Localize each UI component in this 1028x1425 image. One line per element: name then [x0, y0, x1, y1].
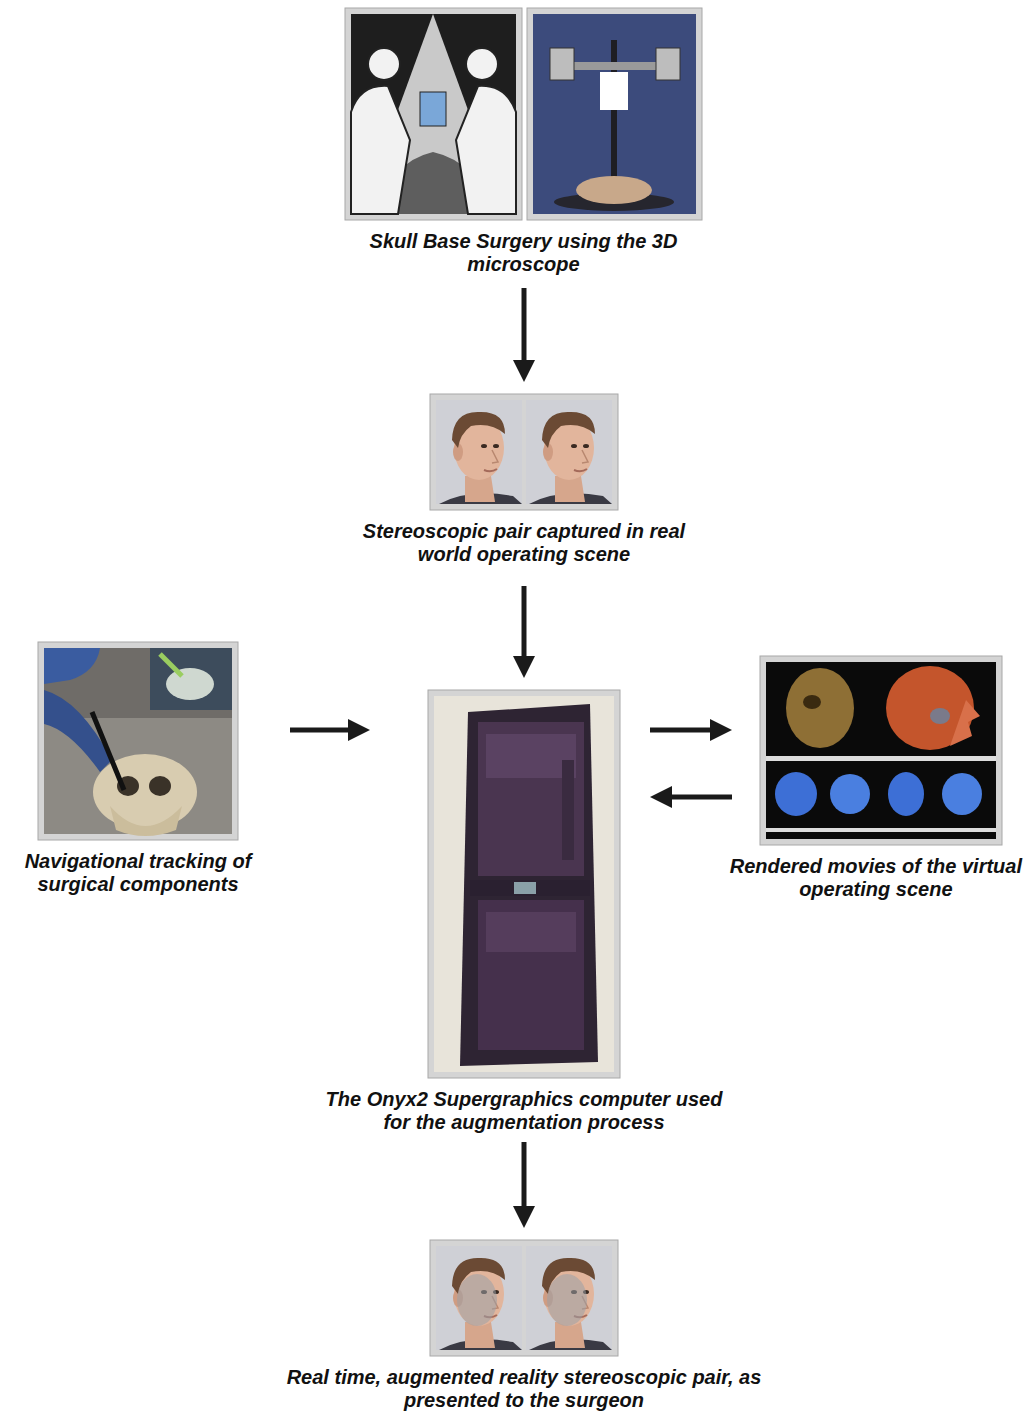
arrow-head [650, 786, 672, 808]
image-panel: Real time, augmented reality stereoscopi… [430, 1240, 618, 1412]
image-area [428, 690, 620, 1078]
flow-arrow [650, 786, 732, 808]
image-panel: Skull Base Surgery using the 3D microsco… [345, 8, 702, 276]
image-area [430, 1240, 618, 1356]
image-panel: Rendered movies of the virtual operating… [760, 656, 1002, 901]
flow-arrow [513, 1142, 535, 1228]
arrow-head [348, 719, 370, 741]
flow-arrow [513, 586, 535, 678]
panel-caption: Rendered movies of the virtual operating… [721, 855, 1028, 901]
image-area [38, 642, 238, 840]
arrow-head [513, 656, 535, 678]
arrow-shaft [522, 1142, 527, 1208]
image-panel: The Onyx2 Supergraphics computer used fo… [428, 690, 620, 1134]
arrow-shaft [522, 586, 527, 658]
arrow-head [513, 1206, 535, 1228]
augmented-face-photo [430, 1240, 618, 1356]
flow-arrow [650, 719, 732, 741]
stereo-face-photo [430, 394, 618, 510]
flow-arrow [513, 288, 535, 382]
image-panel: Navigational tracking of surgical compon… [38, 642, 238, 896]
flow-arrow [290, 719, 370, 741]
arrow-head [513, 360, 535, 382]
computer-photo [428, 690, 620, 1078]
arrow-shaft [670, 795, 732, 800]
tracking-photo [38, 642, 238, 840]
arrow-shaft [650, 728, 712, 733]
rendered-movies [760, 656, 1002, 845]
panel-caption: Stereoscopic pair captured in real world… [344, 520, 704, 566]
image-area [345, 8, 702, 220]
panel-caption: Skull Base Surgery using the 3D microsco… [369, 230, 679, 276]
arrow-shaft [290, 728, 350, 733]
panel-caption: Real time, augmented reality stereoscopi… [284, 1366, 764, 1412]
image-area [430, 394, 618, 510]
panel-caption: Navigational tracking of surgical compon… [0, 850, 278, 896]
arrow-head [710, 719, 732, 741]
image-panel: Stereoscopic pair captured in real world… [430, 394, 618, 566]
panel-caption: The Onyx2 Supergraphics computer used fo… [314, 1088, 734, 1134]
image-area [760, 656, 1002, 845]
microscope-photos [345, 8, 702, 220]
arrow-shaft [522, 288, 527, 362]
